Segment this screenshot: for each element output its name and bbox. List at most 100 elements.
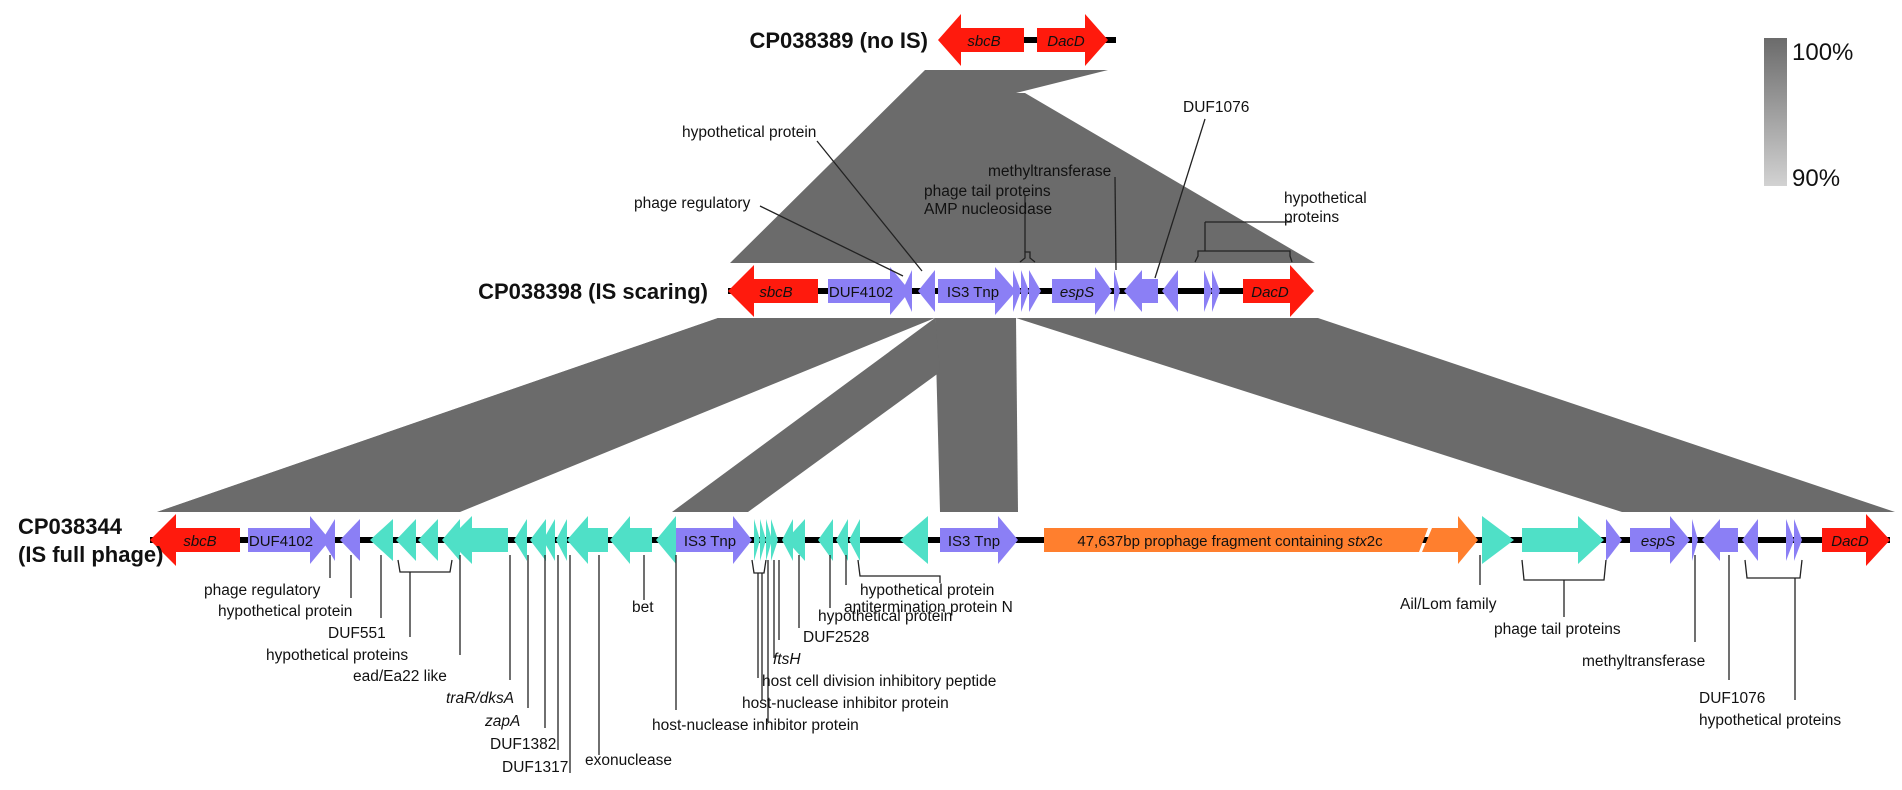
gene-arrow	[754, 519, 760, 561]
ann-mid-phage-tail: phage tail proteins	[924, 183, 1051, 200]
ann-hypothetical-proteins: hypothetical proteins	[266, 647, 408, 664]
ann-mid-hypothetical: hypothetical	[1284, 190, 1367, 207]
ann-phage-regulatory: phage regulatory	[204, 582, 321, 599]
gene-arrow	[818, 519, 833, 561]
ann-hypothetical-protein-3: hypothetical protein	[860, 582, 994, 599]
ann-mid-hypothetical-protein: hypothetical protein	[682, 124, 816, 141]
gene-arrow	[1124, 270, 1158, 312]
gene-arrow	[918, 270, 935, 312]
track-2-genes: sbcB DUF4102 IS3 Tnp IS3 Tnp 47,637bp pr…	[150, 514, 1890, 566]
gene-arrow	[370, 519, 393, 561]
leader-lines-mid	[759, 118, 1293, 279]
gene-arrow	[1702, 519, 1738, 561]
ann-mid-duf1076: DUF1076	[1183, 99, 1249, 116]
ann-phage-tail: phage tail proteins	[1494, 621, 1621, 638]
gene-arrow	[1029, 270, 1041, 312]
prophage-label: 47,637bp prophage fragment containing st…	[1077, 533, 1383, 550]
gene-arrow	[396, 519, 416, 561]
ann-ead-ea22: ead/Ea22 like	[353, 668, 447, 685]
gene-arrow	[556, 519, 567, 561]
gene-arrow	[1204, 270, 1212, 312]
ann-zapa: zapA	[484, 713, 520, 730]
gene-arrow	[849, 519, 860, 561]
ann-mid-methyltransferase: methyltransferase	[988, 163, 1111, 180]
gene-label-sbcB: sbcB	[759, 284, 792, 301]
gene-arrow	[1243, 265, 1314, 317]
gene-arrow	[771, 519, 778, 561]
track-0-genes: sbcB DacD	[938, 14, 1108, 66]
track-label-CP038398: CP038398 (IS scaring)	[478, 279, 708, 304]
gene-arrow	[340, 519, 360, 561]
ann-duf1317: DUF1317	[502, 759, 568, 776]
gene-label-IS3-Tnp-2: IS3 Tnp	[948, 533, 1000, 550]
gene-arrow	[900, 516, 928, 564]
ann-trar-dksa: traR/dksA	[446, 690, 514, 707]
ann-duf2528: DUF2528	[803, 629, 869, 646]
gene-arrow	[676, 516, 752, 564]
gene-arrow	[1786, 519, 1794, 561]
ann-methyltransferase: methyltransferase	[1582, 653, 1705, 670]
gene-arrow	[610, 516, 652, 564]
legend-gradient	[1764, 38, 1787, 186]
ann-mid-proteins: proteins	[1284, 209, 1339, 226]
gene-label-DUF4102: DUF4102	[829, 284, 893, 301]
ann-host-nuclease-2: host-nuclease inhibitor protein	[742, 695, 949, 712]
annotations-mid: hypothetical protein phage regulatory ph…	[634, 99, 1367, 226]
ann-ail-lom: Ail/Lom family	[1400, 596, 1497, 613]
annotations-bottom: phage regulatory hypothetical protein DU…	[204, 582, 1841, 776]
gene-arrow	[938, 267, 1016, 315]
gene-label-IS3-Tnp: IS3 Tnp	[684, 533, 736, 550]
backbone-t0	[944, 37, 1116, 43]
gene-arrow	[248, 516, 330, 564]
band-t1-t2-is	[935, 318, 1018, 512]
gene-arrow	[1482, 516, 1514, 564]
gene-arrow	[836, 519, 848, 561]
ann-hypothetical-protein: hypothetical protein	[218, 603, 352, 620]
gene-label-espS: espS	[1060, 284, 1094, 301]
ann-hypothetical-proteins-2: hypothetical proteins	[1699, 712, 1841, 729]
track-label-CP038344-sub: (IS full phage)	[18, 542, 163, 567]
gene-arrow	[786, 519, 805, 561]
legend-min: 90%	[1792, 165, 1840, 192]
gene-arrow	[1037, 14, 1108, 66]
ann-mid-phage-regulatory: phage regulatory	[634, 195, 751, 212]
gene-arrow	[760, 519, 766, 561]
backbone-t2	[150, 537, 1890, 543]
gene-arrow	[1794, 519, 1802, 561]
gene-label-DUF4102: DUF4102	[249, 533, 313, 550]
gene-label-DacD: DacD	[1831, 533, 1869, 550]
ann-ftsh: ftsH	[773, 651, 801, 668]
gene-arrow	[448, 516, 508, 564]
band-t1-t2-left-b	[157, 318, 935, 512]
gene-arrow	[1742, 519, 1758, 561]
gene-arrow	[902, 270, 912, 312]
leader-lines-bottom	[329, 555, 1803, 773]
ann-duf1382: DUF1382	[490, 736, 556, 753]
gene-arrow	[514, 519, 527, 561]
gene-arrow	[1212, 270, 1220, 312]
band-t1-t2-right	[1016, 318, 1895, 512]
gene-label-espS: espS	[1641, 533, 1675, 550]
gene-arrow	[543, 519, 555, 561]
gene-arrow	[1692, 519, 1698, 561]
gene-arrow	[150, 514, 240, 566]
prophage-fragment	[1044, 528, 1428, 552]
track-1-genes: sbcB DUF4102 IS3 Tnp espS DacD	[728, 265, 1314, 317]
identity-legend: 100% 90%	[1764, 38, 1853, 192]
gene-arrow	[1630, 516, 1690, 564]
ann-exonuclease: exonuclease	[585, 752, 672, 769]
gene-arrow	[1606, 519, 1622, 561]
gene-arrow	[567, 516, 608, 564]
ann-duf1076: DUF1076	[1699, 690, 1765, 707]
gene-label-DacD: DacD	[1251, 284, 1289, 301]
gene-label-sbcB: sbcB	[967, 33, 1000, 50]
gene-label-sbcB: sbcB	[183, 533, 216, 550]
track-label-CP038389: CP038389 (no IS)	[749, 28, 928, 53]
legend-max: 100%	[1792, 39, 1853, 66]
gene-arrow	[938, 14, 1024, 66]
gene-arrow	[1162, 270, 1178, 312]
ann-antitermination: antitermination protein N	[844, 599, 1013, 616]
ann-bet: bet	[632, 599, 654, 616]
gene-arrow	[828, 267, 910, 315]
